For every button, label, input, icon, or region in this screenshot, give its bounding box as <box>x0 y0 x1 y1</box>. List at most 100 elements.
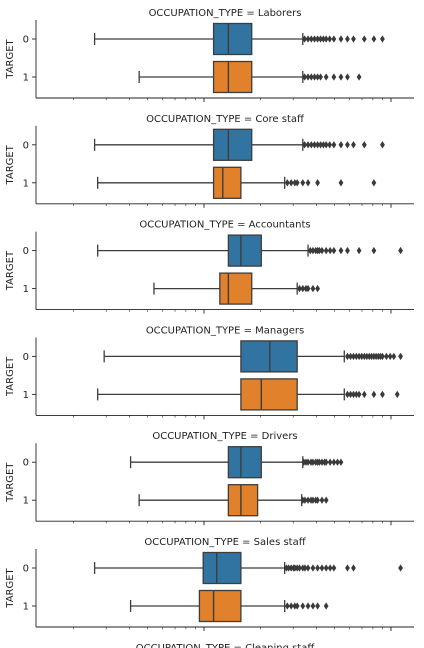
outlier-point <box>331 73 337 81</box>
iqr-box <box>240 340 298 373</box>
outlier-point <box>356 390 362 399</box>
outlier-point <box>323 141 329 149</box>
outlier-point <box>348 390 353 399</box>
outlier-point <box>310 458 316 466</box>
outlier-point <box>308 73 314 81</box>
outlier-point <box>380 352 385 361</box>
outlier-point <box>300 179 306 187</box>
outlier-point <box>288 564 294 572</box>
outlier-point <box>297 564 302 572</box>
outlier-point <box>305 179 311 187</box>
outlier-point <box>305 73 311 81</box>
outlier-point <box>361 352 367 361</box>
outlier-point <box>318 141 323 149</box>
box-target-1 <box>97 166 377 199</box>
outlier-point <box>398 352 403 361</box>
iqr-box <box>202 551 242 585</box>
facet-title: OCCUPATION_TYPE = Drivers <box>152 431 297 442</box>
outlier-point <box>312 73 317 81</box>
outlier-point <box>315 284 320 293</box>
outlier-point <box>361 141 367 149</box>
outlier-point <box>305 458 311 466</box>
outlier-point <box>353 352 359 361</box>
outlier-point <box>310 564 316 572</box>
facet-title: OCCUPATION_TYPE = Laborers <box>149 8 302 19</box>
outlier-point <box>288 602 294 610</box>
iqr-box <box>240 378 298 411</box>
outlier-point <box>310 284 316 293</box>
outlier-point <box>316 458 322 466</box>
box-target-0 <box>93 128 385 161</box>
outlier-point <box>305 496 311 504</box>
outlier-point <box>394 390 400 399</box>
outlier-point <box>391 352 397 361</box>
facet-title: OCCUPATION_TYPE = Cleaning staff <box>136 643 316 648</box>
outlier-point <box>288 179 294 187</box>
outlier-point <box>331 141 337 149</box>
iqr-box <box>212 22 253 56</box>
facet-title: OCCUPATION_TYPE = Core staff <box>146 114 305 125</box>
outlier-point <box>351 564 356 572</box>
outlier-point <box>323 564 329 572</box>
iqr-box <box>227 484 259 517</box>
box-target-0 <box>103 340 403 373</box>
outlier-point <box>338 179 344 187</box>
outlier-point <box>380 35 385 43</box>
outlier-point <box>338 35 344 43</box>
outlier-point <box>315 73 320 81</box>
y-tick-label: 1 <box>23 284 29 295</box>
outlier-point <box>312 141 317 149</box>
facet-title: OCCUPATION_TYPE = Accountants <box>139 220 310 231</box>
y-tick-label: 1 <box>23 390 29 401</box>
outlier-point <box>320 141 326 149</box>
outlier-point <box>338 73 344 81</box>
outlier-point <box>331 564 337 572</box>
box-target-1 <box>153 272 320 305</box>
outlier-point <box>353 390 359 399</box>
outlier-point <box>356 246 362 255</box>
outlier-point <box>327 458 333 466</box>
iqr-box <box>212 166 242 199</box>
outlier-point <box>331 246 337 255</box>
y-tick-label: 1 <box>23 496 29 507</box>
outlier-point <box>380 390 385 399</box>
outlier-point <box>356 352 362 361</box>
outlier-point <box>398 564 403 572</box>
outlier-point <box>380 141 385 149</box>
outlier-point <box>338 246 344 255</box>
outlier-point <box>327 35 333 43</box>
y-tick-label: 0 <box>23 564 29 575</box>
outlier-point <box>319 564 325 572</box>
outlier-point <box>371 390 377 399</box>
outlier-point <box>315 602 320 610</box>
box-target-1 <box>97 378 400 411</box>
box-target-1 <box>138 60 362 94</box>
iqr-box <box>227 446 262 479</box>
outlier-point <box>364 352 370 361</box>
outlier-point <box>294 602 300 610</box>
iqr-box <box>212 60 253 94</box>
outlier-point <box>319 246 325 255</box>
y-axis-label: TARGET <box>5 38 16 79</box>
y-tick-label: 1 <box>23 73 29 84</box>
outlier-point <box>356 73 362 81</box>
outlier-point <box>319 458 325 466</box>
outlier-point <box>310 246 316 255</box>
outlier-point <box>316 246 322 255</box>
outlier-point <box>335 458 340 466</box>
outlier-point <box>345 35 350 43</box>
outlier-point <box>308 141 314 149</box>
outlier-point <box>310 602 316 610</box>
facet-panel: OCCUPATION_TYPE = Cleaning staff <box>136 643 316 648</box>
outlier-point <box>302 496 308 504</box>
outlier-point <box>310 496 316 504</box>
box-target-0 <box>93 22 385 56</box>
outlier-point <box>351 390 356 399</box>
outlier-point <box>297 284 302 293</box>
outlier-point <box>351 141 356 149</box>
outlier-point <box>294 179 300 187</box>
